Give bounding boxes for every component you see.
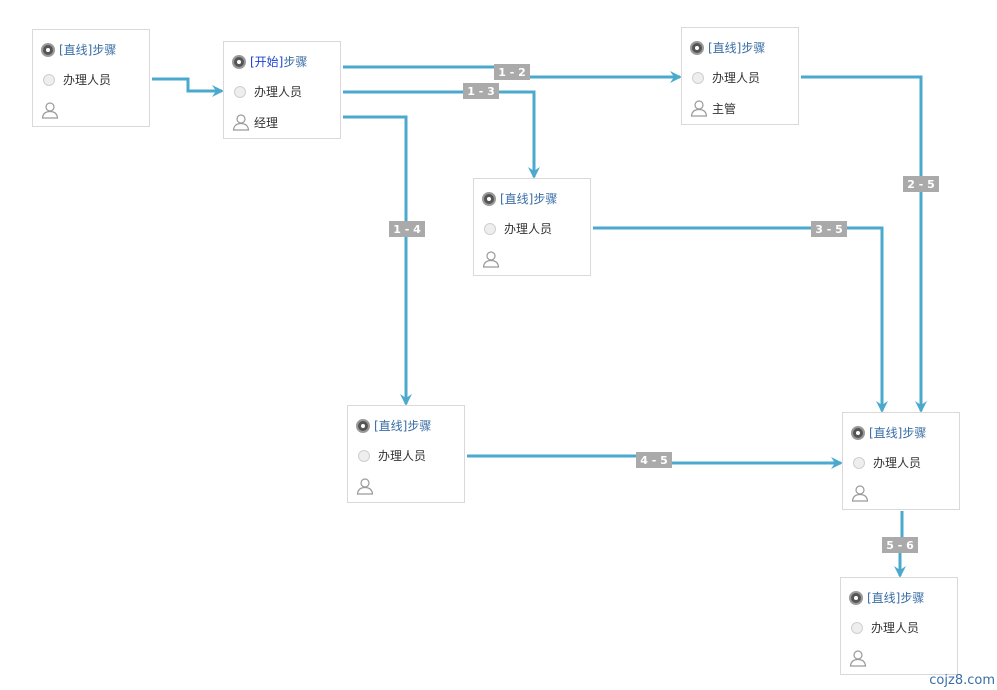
flow-step-node[interactable]: [直线]步骤办理人员主管 xyxy=(681,27,799,125)
step-title-row: [直线]步骤 xyxy=(356,417,431,434)
person-icon[interactable] xyxy=(232,113,250,131)
edge-label-bg xyxy=(494,64,530,80)
person-icon[interactable] xyxy=(690,99,708,117)
step-type-label: [开始] xyxy=(250,55,284,69)
step-handler-row: 办理人员 xyxy=(849,619,919,636)
handler-label: 办理人员 xyxy=(871,621,920,635)
edge-label-text: 1 - 4 xyxy=(393,223,421,236)
flow-step-node[interactable]: [直线]步骤办理人员 xyxy=(347,405,465,503)
flow-step-node[interactable]: [直线]步骤办理人员 xyxy=(32,29,150,127)
step-role-row xyxy=(849,649,871,667)
step-role-row xyxy=(851,484,873,502)
step-title[interactable]: 步骤 xyxy=(283,55,308,69)
radio-icon[interactable] xyxy=(853,456,865,469)
flow-step-node[interactable]: [直线]步骤办理人员 xyxy=(473,178,591,276)
step-role-row xyxy=(482,250,504,268)
step-handler-row: 办理人员 xyxy=(232,83,302,100)
person-icon[interactable] xyxy=(356,477,374,495)
step-title[interactable]: [直线]步骤 xyxy=(708,41,766,55)
edge-label[interactable]: 1 - 3 xyxy=(463,83,499,99)
radio-icon[interactable] xyxy=(43,73,55,86)
step-title[interactable]: [直线]步骤 xyxy=(869,426,927,440)
person-icon[interactable] xyxy=(482,250,500,268)
edge-label-text: 2 - 5 xyxy=(907,178,935,191)
edge-label-text: 3 - 5 xyxy=(815,223,843,236)
handler-label: 办理人员 xyxy=(873,456,922,470)
handler-label: 办理人员 xyxy=(254,85,303,99)
edge-label-text: 1 - 2 xyxy=(498,66,526,79)
step-title-row: [直线]步骤 xyxy=(851,424,926,441)
radio-icon[interactable] xyxy=(692,71,704,84)
connector-n4-n6[interactable] xyxy=(593,226,888,413)
gear-icon[interactable] xyxy=(849,590,863,605)
edge-label-text: 5 - 6 xyxy=(886,539,914,552)
flow-step-node[interactable]: [开始]步骤办理人员经理 xyxy=(223,41,341,139)
edge-label[interactable]: 5 - 6 xyxy=(882,537,918,553)
connector-n3-n6[interactable] xyxy=(801,75,927,413)
edge-label-bg xyxy=(882,537,918,553)
edge-label-bg xyxy=(811,221,847,237)
step-title-row: [直线]步骤 xyxy=(41,41,116,58)
role-label: 主管 xyxy=(712,101,737,116)
edge-label[interactable]: 3 - 5 xyxy=(811,221,847,237)
flow-step-node[interactable]: [直线]步骤办理人员 xyxy=(840,577,958,675)
step-role-row: 主管 xyxy=(690,99,736,117)
gear-icon[interactable] xyxy=(232,54,246,69)
radio-icon[interactable] xyxy=(851,621,863,634)
handler-label: 办理人员 xyxy=(712,71,761,85)
handler-label: 办理人员 xyxy=(504,222,553,236)
edge-label-text: 4 - 5 xyxy=(640,454,668,467)
step-title[interactable]: [直线]步骤 xyxy=(59,43,117,57)
step-handler-row: 办理人员 xyxy=(41,71,111,88)
step-title-row: [开始]步骤 xyxy=(232,53,307,70)
step-title[interactable]: [直线]步骤 xyxy=(374,419,432,433)
edge-label-bg xyxy=(463,83,499,99)
person-icon[interactable] xyxy=(41,101,59,119)
step-title[interactable]: [直线]步骤 xyxy=(867,591,925,605)
radio-icon[interactable] xyxy=(358,449,370,462)
edge-label-bg xyxy=(903,176,939,192)
step-handler-row: 办理人员 xyxy=(690,69,760,86)
handler-label: 办理人员 xyxy=(63,73,112,87)
step-role-row xyxy=(356,477,378,495)
step-title[interactable]: [直线]步骤 xyxy=(500,192,558,206)
edges-layer xyxy=(152,65,927,578)
edge-label[interactable]: 1 - 2 xyxy=(494,64,530,80)
edge-label[interactable]: 2 - 5 xyxy=(903,176,939,192)
edge-label-bg xyxy=(389,221,425,237)
edge-labels-layer: 1 - 21 - 3 1 - 4 2 - 5 3 - 5 4 - 5 5 - 6 xyxy=(389,64,939,553)
person-icon[interactable] xyxy=(851,484,869,502)
radio-icon[interactable] xyxy=(234,85,246,98)
edge-label[interactable]: 4 - 5 xyxy=(636,452,672,468)
role-label: 经理 xyxy=(254,115,279,130)
gear-icon[interactable] xyxy=(851,425,865,440)
step-role-row xyxy=(41,101,63,119)
watermark: cojz8.com xyxy=(929,673,995,688)
flow-step-node[interactable]: [直线]步骤办理人员 xyxy=(842,412,960,510)
edge-label-text: 1 - 3 xyxy=(467,85,495,98)
step-handler-row: 办理人员 xyxy=(851,454,921,471)
edge-label[interactable]: 1 - 4 xyxy=(389,221,425,237)
connector-n2-n4[interactable] xyxy=(343,90,540,179)
radio-icon[interactable] xyxy=(484,222,496,235)
step-title-row: [直线]步骤 xyxy=(690,39,765,56)
handler-label: 办理人员 xyxy=(378,449,427,463)
gear-icon[interactable] xyxy=(482,191,496,206)
gear-icon[interactable] xyxy=(41,42,55,57)
step-role-row: 经理 xyxy=(232,113,278,131)
step-title-row: [直线]步骤 xyxy=(849,589,924,606)
gear-icon[interactable] xyxy=(356,418,370,433)
step-handler-row: 办理人员 xyxy=(482,220,552,237)
step-title-row: [直线]步骤 xyxy=(482,190,557,207)
gear-icon[interactable] xyxy=(690,40,704,55)
step-handler-row: 办理人员 xyxy=(356,447,426,464)
edge-label-bg xyxy=(636,452,672,468)
connector-n2-n5[interactable] xyxy=(343,115,412,406)
connector-n1-n2[interactable] xyxy=(152,77,224,97)
person-icon[interactable] xyxy=(849,649,867,667)
